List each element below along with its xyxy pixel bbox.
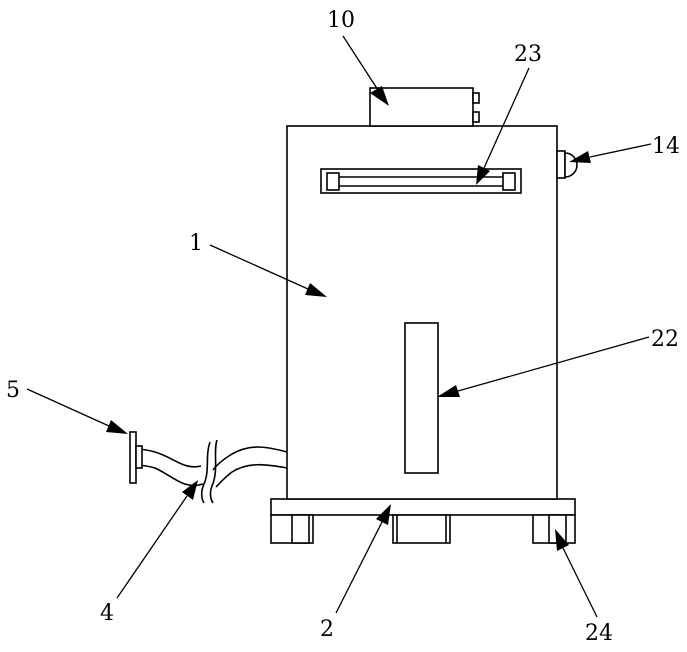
leader-10 [343,36,378,90]
base-assembly [271,499,575,543]
base-plate [271,499,575,515]
label-23: 23 [514,42,542,67]
label-14: 14 [652,134,680,159]
hose-right-lower [216,465,287,487]
label-1: 1 [189,231,203,256]
foot-center [393,515,450,543]
handle-frame [321,169,521,193]
label-5: 5 [6,378,20,403]
arrowhead-5 [106,420,128,434]
leader-14 [590,144,651,157]
label-4: 4 [100,601,114,626]
leader-2 [336,522,382,613]
side-indicator-base [557,151,565,178]
hose-break-right [210,440,217,503]
side-indicator [557,151,577,178]
handle-mount-right [503,173,515,190]
pipe-flange [130,432,136,483]
leader-24 [563,548,597,617]
label-10: 10 [327,8,355,33]
pipe-flange-neck [136,446,142,468]
top-module-tab-upper [473,93,479,103]
label-24: 24 [585,621,613,646]
leader-4 [117,496,187,598]
top-module-box [370,88,473,126]
hose-assembly [130,432,287,503]
foot-left-inner [292,515,309,543]
top-module [370,88,479,126]
handle-mount-left [327,173,339,190]
hose-break-left [202,442,210,503]
label-22: 22 [651,327,679,352]
side-indicator-dome [565,153,577,177]
hose-left-upper [135,449,201,467]
top-module-tab-lower [473,112,479,122]
label-2: 2 [320,617,334,642]
arrowhead-4 [182,480,198,500]
window-panel [405,323,438,473]
handle [321,169,521,193]
leader-5 [27,389,109,426]
hose-left-lower [135,465,203,485]
